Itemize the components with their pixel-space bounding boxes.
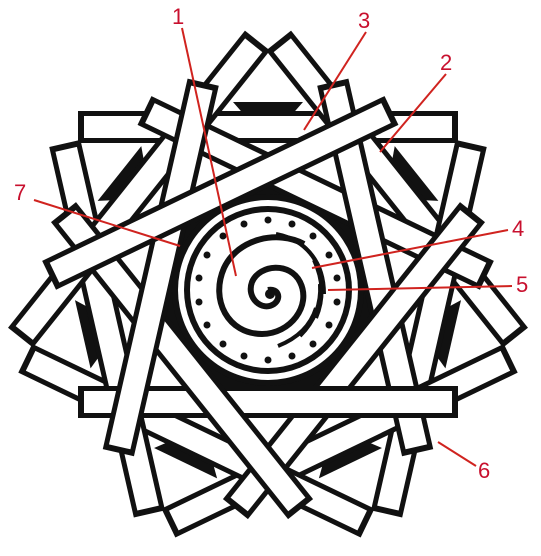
spiral-center	[265, 289, 275, 299]
label-6: 6	[478, 458, 490, 483]
label-4: 4	[512, 216, 524, 241]
label-3: 3	[358, 8, 370, 33]
label-1: 1	[172, 4, 184, 29]
label-7: 7	[14, 180, 26, 205]
label-2: 2	[440, 50, 452, 75]
label-5: 5	[516, 272, 528, 297]
